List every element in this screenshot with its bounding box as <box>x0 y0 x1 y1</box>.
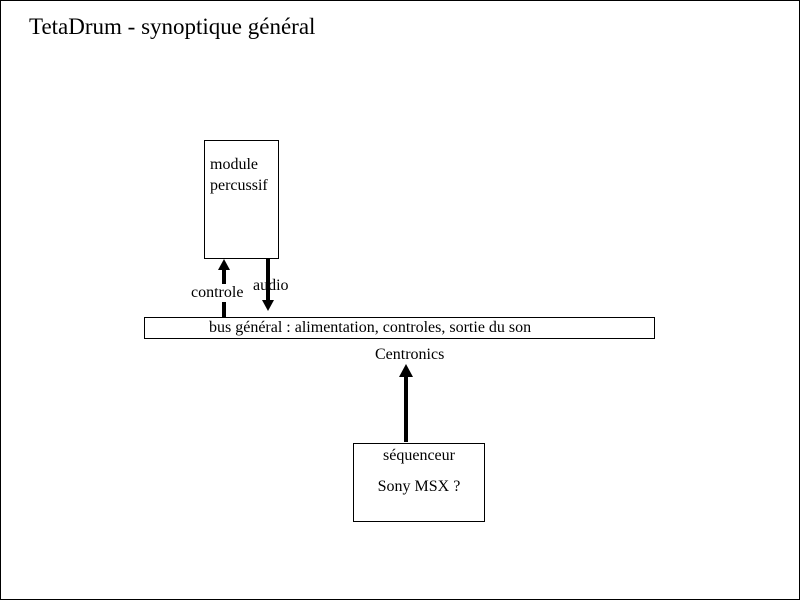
centronics-label: Centronics <box>375 346 445 363</box>
percussion-module-line2: percussif <box>210 177 268 194</box>
sequencer-sublabel: Sony MSX ? <box>377 478 461 495</box>
audio-arrow-label: audio <box>253 277 289 294</box>
arrow-shaft <box>266 259 270 300</box>
percussion-module-label: module percussif <box>210 154 268 196</box>
percussion-module-line1: module <box>210 156 258 173</box>
sequencer-label: séquenceur <box>383 447 455 464</box>
page-title: TetaDrum - synoptique général <box>29 14 316 39</box>
arrow-down-icon <box>262 300 274 311</box>
controle-arrow-label: controle <box>190 284 245 302</box>
general-bus-bar: bus général : alimentation, controles, s… <box>144 317 655 339</box>
general-bus-label: bus général : alimentation, controles, s… <box>209 319 532 336</box>
arrow-shaft <box>404 376 408 442</box>
arrow-up-icon <box>218 259 230 270</box>
percussion-module-box: module percussif <box>204 140 279 259</box>
sequencer-box: séquenceur Sony MSX ? <box>353 443 485 522</box>
arrow-up-icon <box>399 364 413 377</box>
